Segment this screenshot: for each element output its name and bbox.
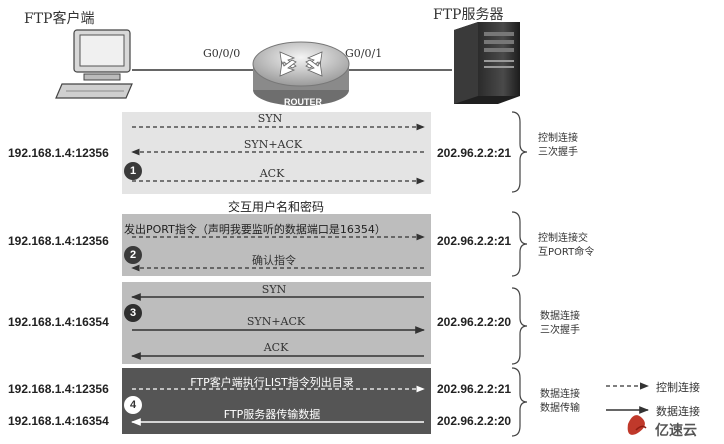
phase4-band (122, 368, 431, 434)
p2-annotation-line1: 控制连接交 (538, 233, 588, 244)
p3-synack-label: SYN+ACK (246, 315, 306, 328)
server-title: FTP服务器 (433, 7, 504, 23)
p4-client-ip-data: 192.168.1.4:16354 (8, 414, 109, 428)
p3-client-ip: 192.168.1.4:16354 (8, 315, 109, 329)
server-port-label: G0/0/1 (345, 47, 383, 60)
brace-phase4 (511, 367, 528, 437)
p2-annotation: 控制连接交 互PORT命令 (538, 232, 594, 260)
phase1-band (122, 112, 431, 194)
server-icon (454, 22, 520, 104)
p3-syn-label: SYN (261, 283, 287, 296)
p4-server-ip-control: 202.96.2.2:21 (437, 382, 512, 396)
p1-synack-label: SYN+ACK (243, 138, 303, 151)
client-title: FTP客户端 (24, 11, 95, 27)
between-caption: 交互用户名和密码 (227, 200, 325, 214)
p1-syn-label: SYN (257, 112, 283, 125)
step-badge-4: 4 (124, 396, 142, 414)
p2-confirm-label: 确认指令 (252, 254, 296, 267)
phase-braces (511, 111, 528, 437)
p1-client-ip: 192.168.1.4:12356 (8, 146, 109, 160)
client-port-label: G0/0/0 (203, 47, 241, 60)
p4-data-label: FTP服务器传输数据 (223, 408, 321, 421)
legend-control-label: 控制连接 (656, 381, 700, 394)
router-icon (252, 41, 350, 106)
p3-annotation-line1: 数据连接 (540, 311, 580, 322)
p3-annotation: 数据连接 三次握手 (540, 310, 580, 338)
router-label: ROUTER (284, 97, 322, 107)
watermark-logo-icon (627, 415, 647, 435)
p4-list-label: FTP客户端执行LIST指令列出目录 (190, 376, 354, 389)
p2-port-label: 发出PORT指令（声明我要监听的数据端口是16354） (124, 223, 386, 236)
brace-phase1 (511, 111, 528, 193)
p1-annotation: 控制连接 三次握手 (538, 132, 578, 160)
p4-annotation-line2: 数据传输 (540, 403, 580, 414)
brace-phase3 (511, 287, 528, 365)
phase3-band (122, 282, 431, 364)
p4-annotation: 数据连接 数据传输 (540, 388, 580, 416)
p1-server-ip: 202.96.2.2:21 (437, 146, 512, 160)
watermark-text: 亿速云 (655, 423, 697, 439)
p2-client-ip: 192.168.1.4:12356 (8, 234, 109, 248)
p4-server-ip-data: 202.96.2.2:20 (437, 414, 512, 428)
p3-server-ip: 202.96.2.2:20 (437, 315, 512, 329)
step-badge-1: 1 (124, 162, 142, 180)
p1-annotation-line1: 控制连接 (538, 133, 578, 144)
phase2-band (122, 214, 431, 276)
p2-annotation-line2: 互PORT命令 (538, 247, 595, 258)
client-computer-icon (55, 29, 133, 99)
brace-phase2 (511, 211, 528, 277)
p3-ack-label: ACK (263, 341, 289, 354)
step-badge-3: 3 (124, 304, 142, 322)
p4-annotation-line1: 数据连接 (540, 389, 580, 400)
legend-data-label: 数据连接 (656, 405, 700, 418)
p3-annotation-line2: 三次握手 (540, 325, 580, 336)
p1-ack-label: ACK (259, 167, 285, 180)
p4-client-ip-control: 192.168.1.4:12356 (8, 382, 109, 396)
p2-server-ip: 202.96.2.2:21 (437, 234, 512, 248)
p1-annotation-line2: 三次握手 (538, 147, 578, 158)
step-badge-2: 2 (124, 246, 142, 264)
